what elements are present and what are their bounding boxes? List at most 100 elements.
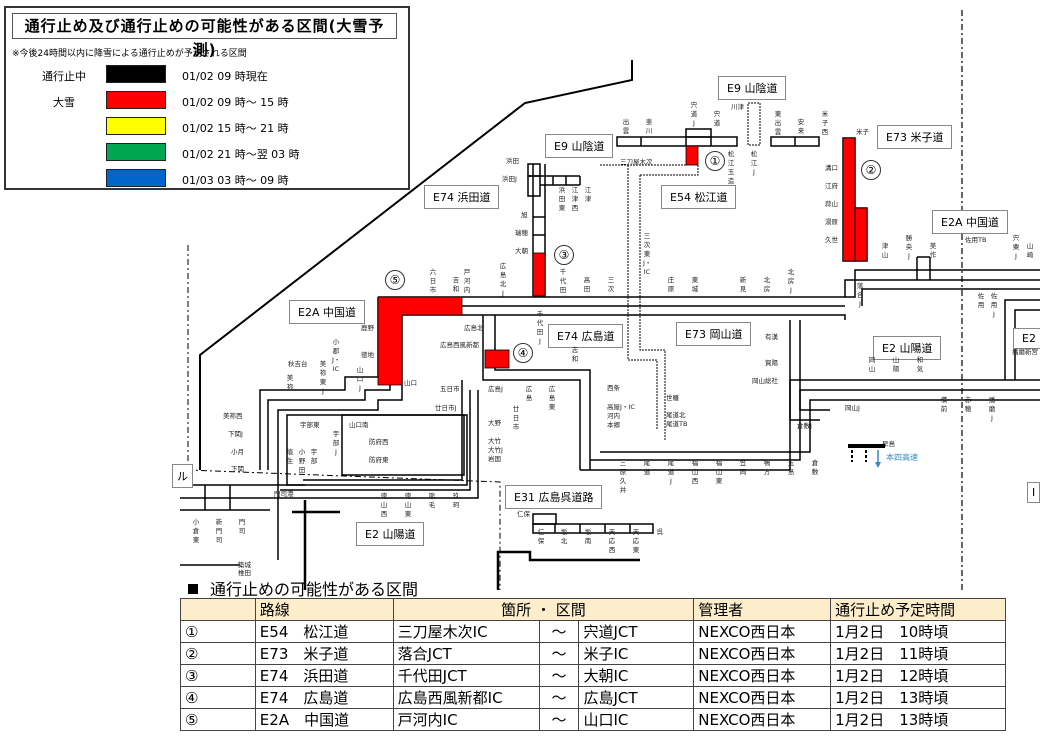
ic-label: 岡山 <box>868 356 876 373</box>
cell-manager: NEXCO西日本 <box>693 664 832 687</box>
ic-label: 江津西 <box>571 186 579 212</box>
ic-label: 落合J <box>856 282 864 308</box>
cell-route: E54 松江道 <box>254 620 394 643</box>
ic-label: 宇部J <box>332 430 340 456</box>
ic-label: 秋吉台 <box>288 360 308 368</box>
ic-label: 鴨方 <box>763 459 771 476</box>
legend-row: 通行止中 01/02 09 時現在 <box>6 65 406 85</box>
ic-label: 尾道TB <box>666 420 688 428</box>
ic-label: 山陽 <box>892 356 900 373</box>
table-row: ② E73 米子道 落合JCT ～ 米子IC NEXCO西日本 1月2日 11時… <box>180 642 1006 665</box>
ic-label: 大朝 <box>515 247 528 255</box>
cell-manager: NEXCO西日本 <box>693 686 832 709</box>
ic-label: 吉和 <box>452 276 460 293</box>
ic-label: 宇部 <box>310 448 318 465</box>
ic-label: 新門司 <box>215 518 223 544</box>
ic-label: 東出雲 <box>774 110 782 136</box>
ic-label: 尾道北 <box>666 411 686 419</box>
ic-label: 徳山西 <box>380 492 388 518</box>
ic-label: 本郷 <box>607 421 620 429</box>
header-route: 路線 <box>254 598 394 621</box>
ic-label: 三次 <box>607 276 615 293</box>
ic-label: 下関J <box>228 430 243 438</box>
cell-from: 三刀屋木次IC <box>392 620 540 643</box>
ic-label: 松江J <box>750 150 758 176</box>
ic-label: 浜田東 <box>558 186 566 212</box>
legend-swatch <box>106 143 166 161</box>
cell-from: 広島西風新都IC <box>392 686 540 709</box>
cell-to: 米子IC <box>578 642 695 665</box>
road-network-map <box>180 10 1040 590</box>
ic-label: 和気 <box>916 356 924 373</box>
ic-label: 江津 <box>584 186 592 203</box>
ic-label: 三刀屋木次 <box>620 158 653 166</box>
legend-note: ※今後24時間以内に降雪による通行止めが予測される区間 <box>12 49 247 59</box>
ic-label: 松江玉造 <box>727 150 735 185</box>
ic-label: 宍道J <box>690 101 698 127</box>
marker-1: ① <box>705 151 725 171</box>
cell-no: ② <box>180 642 256 665</box>
closure-segments <box>377 137 868 386</box>
table-row: ③ E74 浜田道 千代田JCT ～ 大朝IC NEXCO西日本 1月2日 12… <box>180 664 1006 687</box>
ic-label: 米子西 <box>821 110 829 136</box>
ic-label: 西条 <box>607 384 620 392</box>
ic-label: 山口J <box>356 366 364 392</box>
ic-label: 徳山東 <box>404 492 412 518</box>
ic-label: 山口 <box>404 379 417 387</box>
legend-row: 01/02 21 時～翌 03 時 <box>6 143 406 163</box>
cell-route: E74 広島道 <box>254 686 394 709</box>
ic-label: 新見 <box>739 276 747 293</box>
header-section: 箇所 ・ 区間 <box>392 598 695 621</box>
ic-label: 戸河内 <box>463 268 471 294</box>
cell-route: E2A 中国道 <box>254 708 394 731</box>
cell-time: 1月2日 11時頃 <box>830 642 1006 665</box>
route-tag-e74-hamada: E74 浜田道 <box>424 185 500 209</box>
legend-row-label: 大雪 <box>53 96 75 109</box>
ic-label: 千代田 <box>559 268 567 294</box>
legend-row-text: 01/02 09 時現在 <box>182 70 268 83</box>
square-bullet-icon <box>188 584 198 594</box>
cell-to: 山口IC <box>578 708 695 731</box>
ic-label: 築城 <box>238 561 251 569</box>
ic-label: 小倉東 <box>192 518 200 544</box>
route-tag-e2a-east: E2A 中国道 <box>932 210 1008 234</box>
ic-label: 小郡J・IC <box>332 338 341 373</box>
legend-row-text: 01/02 15 時～ 21 時 <box>182 122 289 135</box>
cell-manager: NEXCO西日本 <box>693 620 832 643</box>
ic-label: 湯原 <box>825 218 838 226</box>
closure-table: 路線 箇所 ・ 区間 管理者 通行止め予定時間 ① E54 松江道 三刀屋木次I… <box>180 598 1006 731</box>
ic-label: 五日市 <box>440 385 460 393</box>
ic-label: 玉島 <box>787 459 795 476</box>
header-time: 通行止め予定時間 <box>830 598 1006 621</box>
ic-label: 広島 <box>525 385 533 402</box>
ic-label: 久世 <box>825 236 838 244</box>
ic-label: 熊毛 <box>428 492 436 509</box>
cell-sep: ～ <box>538 664 580 687</box>
route-tag-e2a-west: E2A 中国道 <box>289 300 365 324</box>
ic-label: 北房 <box>763 276 771 293</box>
route-tag-e73-okayama: E73 岡山道 <box>676 322 752 346</box>
ic-label: 大竹 <box>488 437 501 445</box>
route-tag-e31: E31 広島呉道路 <box>505 485 603 509</box>
cell-manager: NEXCO西日本 <box>693 642 832 665</box>
ic-label: 仁保 <box>517 510 530 518</box>
ic-label: 米子 <box>856 128 869 136</box>
legend-swatch <box>106 117 166 135</box>
ic-label: 津山 <box>881 242 889 259</box>
legend-row: 01/02 15 時～ 21 時 <box>6 117 406 137</box>
ic-label: 佐用 <box>977 292 985 309</box>
section-title: 通行止めの可能性がある区間 <box>188 576 418 600</box>
cell-no: ⑤ <box>180 708 256 731</box>
table-row: ⑤ E2A 中国道 戸河内IC ～ 山口IC NEXCO西日本 1月2日 13時… <box>180 708 1006 731</box>
legend: 通行止め及び通行止めの可能性がある区間(大雪予測) ※今後24時間以内に降雪によ… <box>4 6 410 190</box>
ic-label: 世羅 <box>666 394 679 402</box>
ic-label: 岡山総社 <box>752 377 778 385</box>
closure-2-e73-b <box>854 207 868 262</box>
route-tag-e9-east: E9 山陰道 <box>718 76 787 100</box>
closure-4-hiroshima <box>484 349 510 369</box>
ic-label: 志和 <box>571 346 579 363</box>
ic-label: 東城 <box>691 276 699 293</box>
cell-no: ④ <box>180 686 256 709</box>
ic-label: 有漢 <box>765 333 778 341</box>
ic-label: 門司 <box>238 518 246 535</box>
